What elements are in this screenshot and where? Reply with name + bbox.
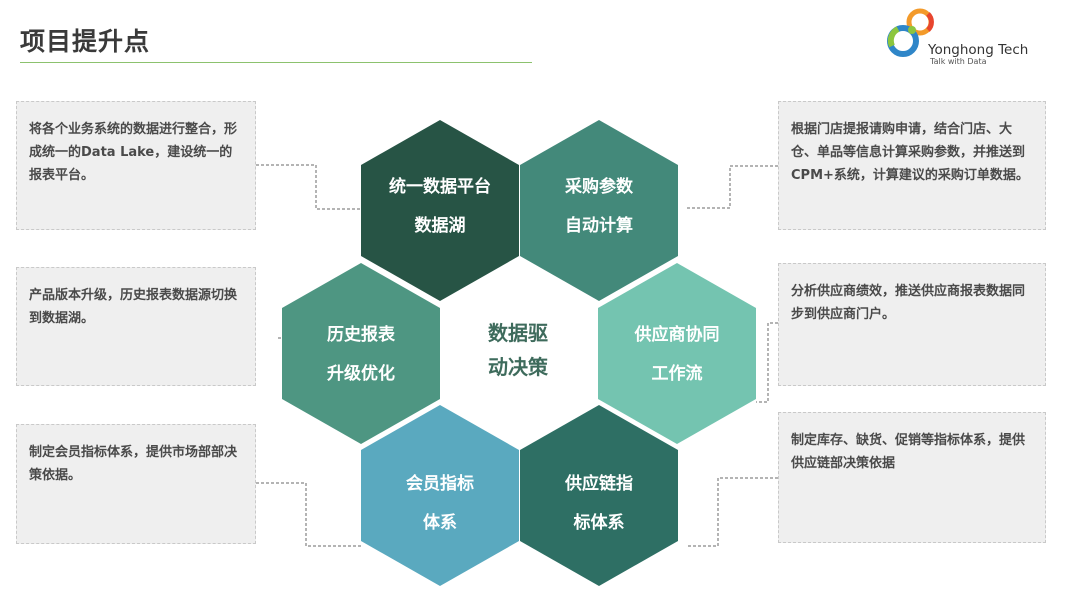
logo-tagline: Talk with Data xyxy=(930,57,987,66)
hex-member-metrics: 会员指标 体系 xyxy=(361,405,519,586)
hex-member-line2: 体系 xyxy=(423,512,457,533)
hex-supplier-collab: 供应商协同 工作流 xyxy=(598,263,756,444)
info-box-member-metrics: 制定会员指标体系，提供市场部部决策依据。 xyxy=(16,424,256,544)
hex-data-lake-line2: 数据湖 xyxy=(415,215,466,236)
connector-data-lake xyxy=(256,164,362,210)
hex-procurement-line1: 采购参数 xyxy=(564,176,634,197)
hex-procurement: 采购参数 自动计算 xyxy=(520,120,678,301)
hex-supply-chain: 供应链指 标体系 xyxy=(520,405,678,586)
logo-rings-icon xyxy=(887,8,934,57)
info-box-report-upgrade: 产品版本升级，历史报表数据源切换到数据湖。 xyxy=(16,267,256,386)
hex-data-lake: 统一数据平台 数据湖 xyxy=(361,120,519,301)
logo-name: Yonghong Tech xyxy=(928,42,1029,58)
connector-supply-chain xyxy=(686,477,778,547)
hex-supplier-line1: 供应商协同 xyxy=(634,324,720,345)
connector-member-metrics xyxy=(256,482,362,547)
hex-report-upgrade: 历史报表 升级优化 xyxy=(282,263,440,444)
hex-member-line1: 会员指标 xyxy=(406,473,474,494)
info-box-procurement: 根据门店提报请购申请，结合门店、大仓、单品等信息计算采购参数，并推送到CPM+系… xyxy=(778,101,1046,230)
hex-report-upgrade-line2: 升级优化 xyxy=(327,363,395,384)
hex-supply-chain-line1: 供应链指 xyxy=(564,473,633,494)
title-underline xyxy=(20,62,532,63)
info-box-supply-chain: 制定库存、缺货、促销等指标体系，提供供应链部决策依据 xyxy=(778,412,1046,543)
connector-supplier xyxy=(756,322,778,403)
page-title: 项目提升点 xyxy=(20,27,151,56)
hex-report-upgrade-line1: 历史报表 xyxy=(327,324,396,345)
connector-procurement xyxy=(686,165,778,209)
info-box-data-lake: 将各个业务系统的数据进行整合，形成统一的Data Lake，建设统一的报表平台。 xyxy=(16,101,256,230)
center-label-line2: 动决策 xyxy=(488,355,549,379)
info-box-supplier: 分析供应商绩效，推送供应商报表数据同步到供应商门户。 xyxy=(778,263,1046,386)
brand-logo: Yonghong Tech Talk with Data xyxy=(876,2,1066,68)
hex-procurement-line2: 自动计算 xyxy=(565,215,633,236)
center-label-line1: 数据驱 xyxy=(488,321,548,345)
hex-data-lake-line1: 统一数据平台 xyxy=(389,176,491,197)
hex-supply-chain-line2: 标体系 xyxy=(574,512,625,533)
hex-supplier-line2: 工作流 xyxy=(652,363,703,384)
